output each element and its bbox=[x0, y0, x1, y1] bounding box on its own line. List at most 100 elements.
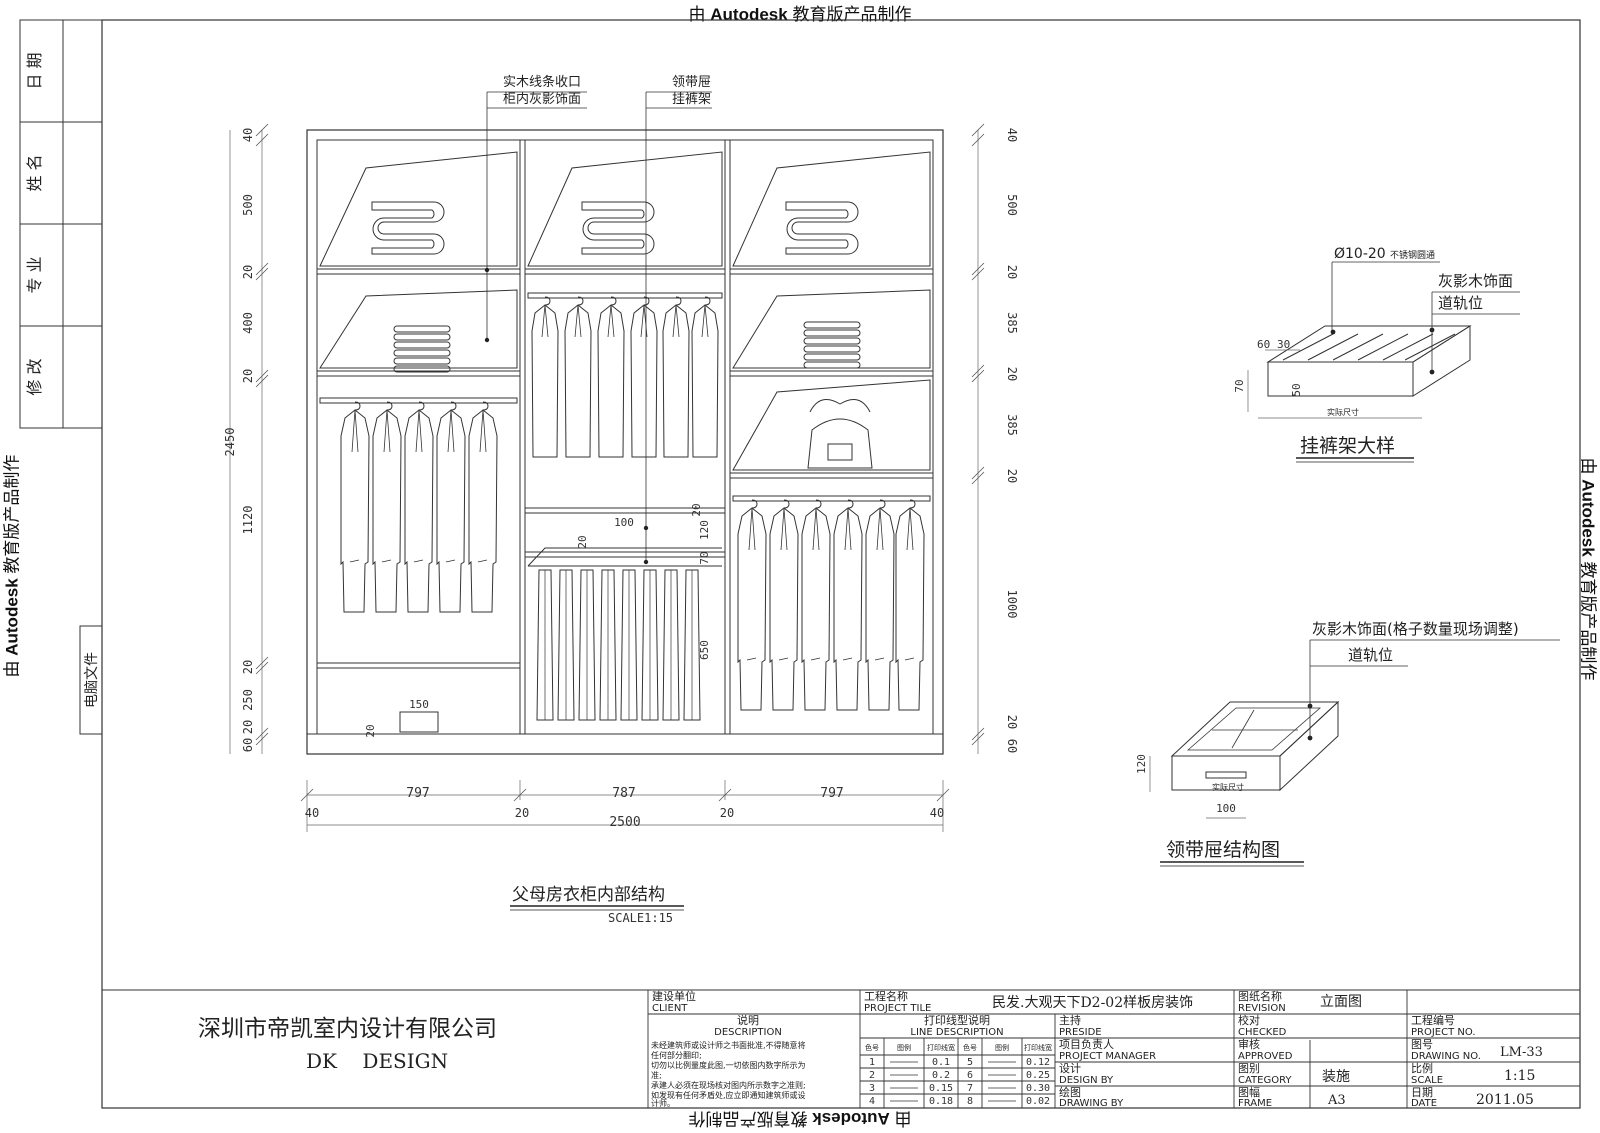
main-drawing-title: 父母房衣柜内部结构 bbox=[512, 885, 665, 905]
dim-drawer-20: 20 bbox=[364, 724, 377, 737]
dim-left-shelf2: 400 bbox=[241, 312, 255, 334]
callout-tie-drawer: 领带屉 bbox=[672, 75, 711, 90]
tie-drawer-rail-label: 道轨位 bbox=[1348, 646, 1393, 664]
hanging-coats-left bbox=[341, 402, 497, 612]
dim-mid-120: 120 bbox=[698, 520, 711, 540]
line-header-color2: 色号 bbox=[963, 1043, 977, 1052]
project-label-cn: 工程名称 bbox=[864, 989, 908, 1003]
revision-column: 日 期 姓 名 专 业 修 改 电脑文件 bbox=[20, 20, 102, 734]
dim-right-hang: 1000 bbox=[1005, 590, 1019, 619]
computer-file-label: 电脑文件 bbox=[84, 652, 100, 708]
line-row1-color2: 5 bbox=[967, 1057, 973, 1068]
dim-width-middle: 787 bbox=[612, 786, 635, 801]
description-line-1: 未经建筑师或设计师之书面批准,不得随意将 bbox=[651, 1040, 806, 1050]
line-row3-color2: 7 bbox=[967, 1083, 973, 1094]
line-row3-color: 3 bbox=[869, 1083, 875, 1094]
dim-left-base: 60 bbox=[241, 738, 255, 752]
scale-label-en: SCALE bbox=[1411, 1075, 1443, 1086]
revision-label-en: REVISION bbox=[1238, 1003, 1286, 1014]
dim-left-gap3: 20 bbox=[241, 660, 255, 674]
design-label-cn: 设计 bbox=[1059, 1062, 1081, 1075]
hanging-coats-right bbox=[738, 500, 924, 710]
line-row2-color2: 6 bbox=[967, 1070, 973, 1081]
line-row2-width2: 0.25 bbox=[1026, 1070, 1050, 1081]
pants-rack-material: 不锈钢圆通 bbox=[1390, 249, 1435, 261]
design-label-en: DESIGN BY bbox=[1059, 1075, 1114, 1086]
tie-drawer-dim-120: 120 bbox=[1135, 754, 1148, 774]
description-line-2: 任何部分翻印; bbox=[651, 1050, 702, 1060]
dim-mid-650: 650 bbox=[698, 640, 711, 660]
line-row2-color: 2 bbox=[869, 1070, 875, 1081]
dim-left-gap4: 20 bbox=[241, 720, 255, 734]
dim-left-total: 2450 bbox=[223, 428, 237, 457]
callout-pants-rack: 挂裤架 bbox=[672, 92, 711, 107]
dim-left-gap1: 20 bbox=[241, 265, 255, 279]
drawing-no-label-cn: 图号 bbox=[1411, 1038, 1433, 1051]
dim-gap-mid1: 20 bbox=[515, 806, 529, 820]
dim-right-shelf1: 500 bbox=[1005, 194, 1019, 216]
dimension-lines bbox=[230, 130, 978, 832]
folded-towels bbox=[372, 202, 860, 372]
callout-inner-finish: 柜内灰影饰面 bbox=[503, 91, 581, 107]
dim-right-gap4: 20 bbox=[1005, 715, 1019, 729]
dim-right-gap2: 20 bbox=[1005, 367, 1019, 381]
dim-width-left: 797 bbox=[406, 786, 429, 801]
line-row1-width: 0.1 bbox=[932, 1057, 950, 1068]
hanging-pants bbox=[537, 570, 700, 720]
line-header-width2: 打印线宽 bbox=[1024, 1043, 1052, 1052]
drawing-no-label-en: DRAWING NO. bbox=[1411, 1051, 1481, 1062]
hanging-shirts-middle bbox=[532, 297, 718, 457]
dim-left-shelf1: 500 bbox=[241, 194, 255, 216]
revision-label-modify: 修 改 bbox=[25, 358, 44, 395]
project-label-en: PROJECT TILE bbox=[864, 1003, 931, 1014]
line-desc-label-cn: 打印线型说明 bbox=[924, 1013, 990, 1027]
dim-left-hang: 1120 bbox=[241, 506, 255, 535]
frame-value: A3 bbox=[1327, 1093, 1346, 1108]
dim-left-top: 40 bbox=[241, 128, 255, 142]
line-header-color1: 色号 bbox=[865, 1043, 879, 1052]
tie-drawer-detail-title: 领带屉结构图 bbox=[1166, 839, 1280, 861]
preside-label-en: PRESIDE bbox=[1059, 1027, 1102, 1038]
dim-drawer-150: 150 bbox=[409, 698, 429, 711]
line-header-legend1: 图例 bbox=[897, 1043, 911, 1052]
description-line-3: 切勿以比例量度此图,一切依图内数字所示为 bbox=[651, 1060, 806, 1070]
description-label-en: DESCRIPTION bbox=[714, 1027, 782, 1038]
frame-label-en: FRAME bbox=[1238, 1098, 1272, 1109]
dim-gap-left: 40 bbox=[305, 806, 319, 820]
description-line-4: 准; bbox=[651, 1070, 662, 1080]
dim-right-base: 60 bbox=[1005, 739, 1019, 753]
category-label-en: CATEGORY bbox=[1238, 1075, 1292, 1086]
description-line-5: 承建人必须在现场核对图内所示数字之准则; bbox=[651, 1080, 806, 1090]
dimension-ticks bbox=[256, 124, 984, 801]
checked-label-cn: 校对 bbox=[1238, 1013, 1260, 1027]
dim-mid-20b: 20 bbox=[576, 535, 589, 548]
drawing-label-en: DRAWING BY bbox=[1059, 1098, 1124, 1109]
line-row4-width2: 0.02 bbox=[1026, 1096, 1050, 1107]
preside-label-cn: 主持 bbox=[1059, 1013, 1081, 1027]
handbag-illustration bbox=[808, 400, 872, 469]
revision-label-name: 姓 名 bbox=[25, 154, 44, 191]
line-row4-color: 4 bbox=[869, 1096, 875, 1107]
dim-right-shelf3: 385 bbox=[1005, 414, 1019, 436]
line-row4-color2: 8 bbox=[967, 1096, 973, 1107]
checked-label-en: CHECKED bbox=[1238, 1027, 1287, 1038]
line-row1-color: 1 bbox=[869, 1057, 875, 1068]
pm-label-en: PROJECT MANAGER bbox=[1059, 1051, 1156, 1062]
main-drawing-scale: SCALE1:15 bbox=[608, 911, 673, 925]
line-row1-width2: 0.12 bbox=[1026, 1057, 1050, 1068]
line-row3-width2: 0.30 bbox=[1026, 1083, 1050, 1094]
wardrobe-elevation bbox=[307, 130, 943, 754]
approved-label-en: APPROVED bbox=[1238, 1051, 1293, 1062]
pants-rack-finish-label: 灰影木饰面 bbox=[1438, 272, 1513, 290]
pants-rack-actual-size: 实际尺寸 bbox=[1327, 407, 1359, 417]
pm-label-cn: 项目负责人 bbox=[1059, 1037, 1114, 1051]
line-row3-width: 0.15 bbox=[929, 1083, 953, 1094]
callout-molding: 实木线条收口 bbox=[503, 74, 581, 90]
approved-label-cn: 审核 bbox=[1238, 1037, 1260, 1051]
pants-rack-dim-30: 30 bbox=[1277, 338, 1290, 351]
client-label-en: CLIENT bbox=[652, 1003, 688, 1014]
scale-value: 1:15 bbox=[1504, 1068, 1535, 1084]
category-label-cn: 图别 bbox=[1238, 1062, 1260, 1075]
line-desc-label-en: LINE DESCRIPTION bbox=[910, 1027, 1003, 1038]
